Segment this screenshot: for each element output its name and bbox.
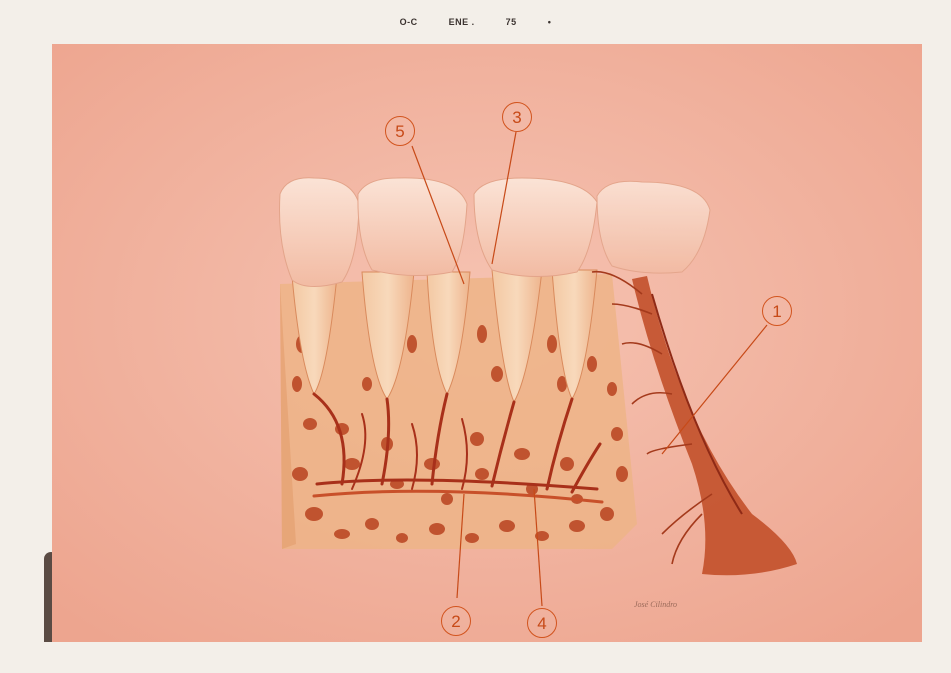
- callout-5: 5: [385, 116, 415, 146]
- callout-2: 2: [441, 606, 471, 636]
- illustration-plate: 1 2 3 4 5 José Cilindro: [52, 44, 922, 642]
- stamp-month: ENE .: [449, 17, 475, 27]
- callout-3: 3: [502, 102, 532, 132]
- tooth-crowns: [280, 178, 711, 287]
- stamp-dot: •: [548, 17, 552, 27]
- stamp-code: O-C: [400, 17, 418, 27]
- photo-stamp: O-C ENE . 75 •: [0, 17, 951, 27]
- artist-signature: José Cilindro: [634, 600, 677, 609]
- callout-4: 4: [527, 608, 557, 638]
- dental-anatomy-illustration: [52, 44, 922, 642]
- stamp-year: 75: [506, 17, 517, 27]
- callout-1: 1: [762, 296, 792, 326]
